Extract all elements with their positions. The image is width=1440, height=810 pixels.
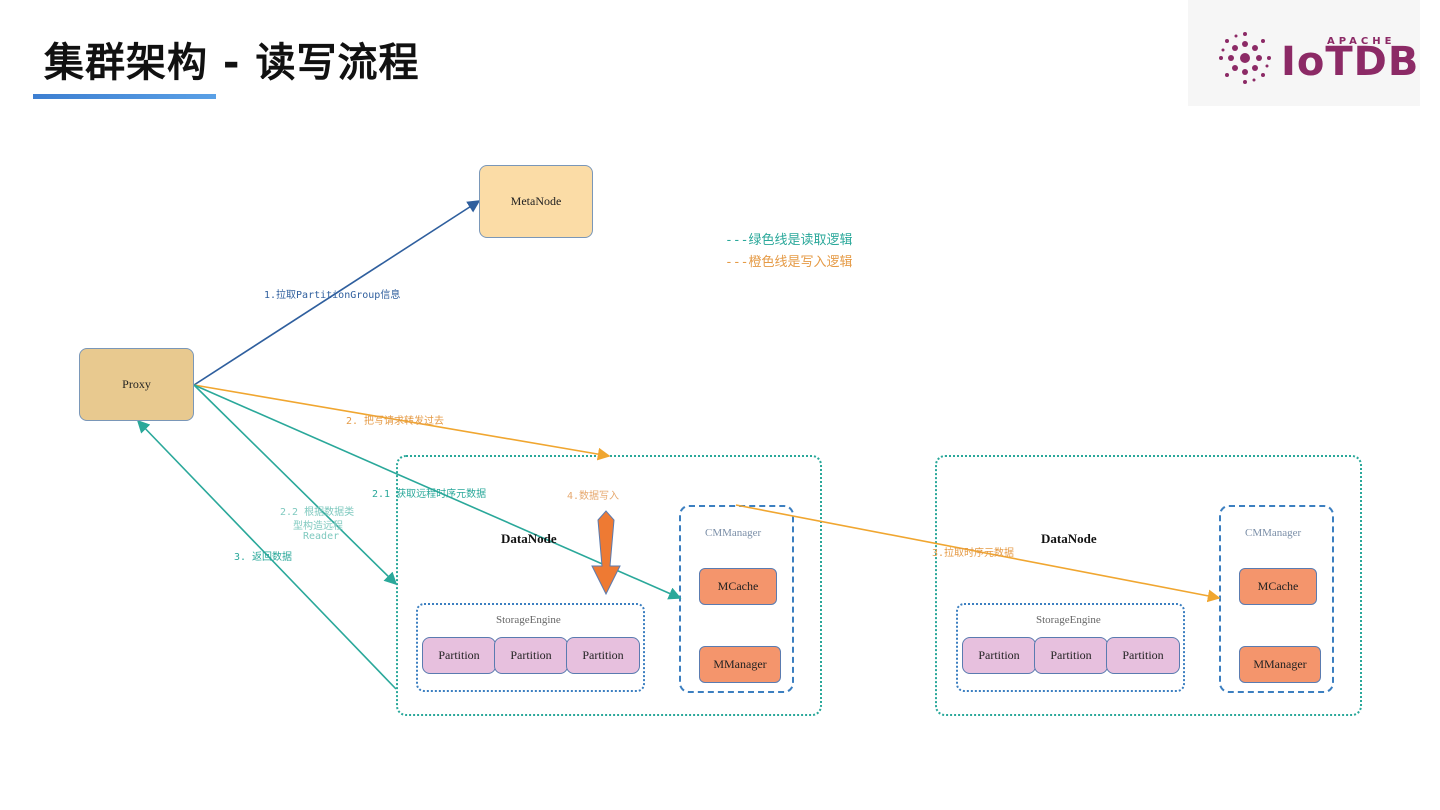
partition-1-3: Partition xyxy=(566,637,640,674)
partition-2-3: Partition xyxy=(1106,637,1180,674)
edge-label-2-2-line3: Reader xyxy=(303,531,340,542)
title-underline xyxy=(33,94,216,99)
edge-cm-cm xyxy=(735,504,1221,603)
edge-label-3: 3. 返回数据 xyxy=(234,552,293,563)
cmmanager-2-label: CMManager xyxy=(1245,527,1302,539)
metanode-box: MetaNode xyxy=(479,165,593,238)
edge-proxy-cmmanager xyxy=(193,384,682,600)
storage-engine-2 xyxy=(956,603,1185,692)
edge-label-2: 2. 把写请求转发过去 xyxy=(346,416,445,427)
edge-return-proxy xyxy=(136,419,397,690)
legend-read: ---绿色线是读取逻辑 xyxy=(725,233,853,248)
cmmanager-1-label: CMManager xyxy=(705,527,762,539)
logo-mark-icon xyxy=(1219,32,1271,84)
edge-label-4: 4.数据写入 xyxy=(567,491,620,502)
mcache-2: MCache xyxy=(1239,568,1317,605)
edge-label-3b: 3.拉取时序元数据 xyxy=(932,548,1015,559)
edge-proxy-metanode xyxy=(193,200,481,386)
datanode-1-label: DataNode xyxy=(501,531,557,546)
mmanager-1: MManager xyxy=(699,646,781,683)
storage-engine-1-label: StorageEngine xyxy=(496,614,561,626)
storage-engine-1 xyxy=(416,603,645,692)
proxy-box: Proxy xyxy=(79,348,194,421)
partition-2-2: Partition xyxy=(1034,637,1108,674)
slide-title: 集群架构 - 读写流程 xyxy=(44,40,420,86)
edge-proxy-write xyxy=(193,384,611,461)
storage-engine-2-label: StorageEngine xyxy=(1036,614,1101,626)
partition-1-2: Partition xyxy=(494,637,568,674)
edge-label-2-2-line2: 型构造远程 xyxy=(293,521,343,532)
logo-background xyxy=(1188,0,1420,106)
partition-2-1: Partition xyxy=(962,637,1036,674)
datanode-2-container xyxy=(935,455,1362,716)
edge-label-2-1: 2.1 获取远程时序元数据 xyxy=(372,489,487,500)
mmanager-2: MManager xyxy=(1239,646,1321,683)
logo-name: IoTDB xyxy=(1281,39,1420,85)
write-arrow-icon xyxy=(591,510,621,596)
partition-1-1: Partition xyxy=(422,637,496,674)
mcache-1: MCache xyxy=(699,568,777,605)
edge-proxy-reader xyxy=(193,384,398,586)
edge-label-1: 1.拉取PartitionGroup信息 xyxy=(264,290,401,301)
logo-apache-text: APACHE xyxy=(1327,36,1396,47)
legend-write: ---橙色线是写入逻辑 xyxy=(725,255,853,270)
edge-label-2-2-line1: 2.2 根据数据类 xyxy=(280,507,355,518)
datanode-2-label: DataNode xyxy=(1041,531,1097,546)
